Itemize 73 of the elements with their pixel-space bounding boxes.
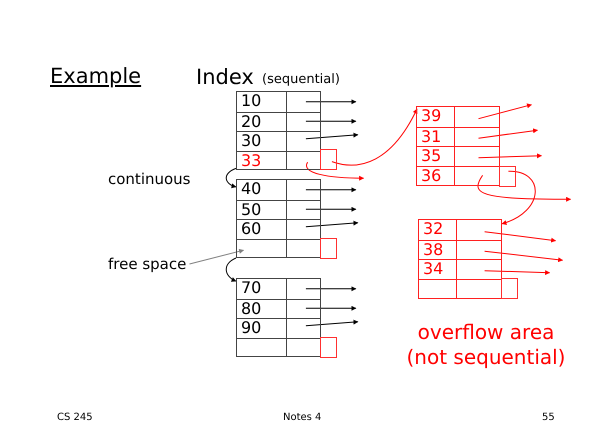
key-value: 38 [423, 240, 444, 260]
footer-text: Notes 4 [283, 412, 322, 424]
pointer-arrow [305, 306, 356, 311]
key-value: 80 [241, 298, 262, 318]
key-value: 36 [421, 166, 442, 186]
connector-arrow [226, 258, 236, 282]
index-entry-row [419, 240, 501, 259]
overflow-pointer-cell [320, 149, 337, 170]
key-value: 60 [241, 219, 262, 239]
pointer-arrow [305, 206, 356, 212]
key-value: 30 [241, 131, 262, 151]
pointer-arrow [305, 99, 356, 104]
connector-arrow [226, 168, 236, 188]
block-frame [236, 91, 321, 170]
overflow-pointer-cell [320, 337, 337, 358]
page-number: 55 [542, 412, 555, 424]
key-value: 70 [241, 278, 262, 298]
overflow-pointer-cell [501, 278, 518, 299]
key-value: 39 [421, 106, 442, 126]
pointer-arrow [305, 220, 358, 228]
key-value: 31 [421, 126, 442, 146]
pointer-arrow [305, 187, 356, 192]
pointer-arrow [484, 231, 556, 243]
heading-text: Index [196, 64, 254, 90]
connector-arrow [189, 248, 244, 264]
index-entry-row [237, 131, 320, 150]
pointer-arrow [478, 153, 542, 158]
index-entry-row [237, 219, 320, 238]
block-frame [236, 179, 321, 258]
key-value: 34 [423, 259, 444, 279]
key-value: 32 [423, 219, 444, 239]
pointer-arrow [306, 162, 364, 181]
overflow-pointer-cell [320, 238, 337, 259]
key-value: 40 [241, 179, 262, 199]
annotation-text: free space [108, 255, 186, 273]
index-entry-row [417, 146, 499, 166]
footer-text: CS 245 [57, 412, 93, 424]
index-entry-row [417, 166, 499, 185]
key-value: 20 [241, 112, 262, 132]
key-value: 50 [241, 200, 262, 220]
block-frame [416, 106, 500, 186]
index-entry-row [237, 298, 320, 318]
pointer-arrow [484, 270, 550, 276]
subheading-text: (sequential) [262, 72, 340, 88]
empty-entry-row [419, 278, 501, 298]
overflow-pointer-cell [499, 166, 516, 187]
pointer-arrow [484, 250, 564, 262]
index-entry-row [237, 318, 320, 338]
index-entry-row [237, 200, 320, 219]
connector-arrow [502, 170, 536, 225]
index-entry-row [237, 112, 320, 131]
empty-entry-row [237, 238, 320, 258]
pointer-arrow [305, 286, 356, 292]
pointer-arrow [478, 174, 572, 202]
block-frame [418, 219, 502, 299]
pointer-arrow [478, 103, 532, 120]
block-frame [236, 278, 321, 357]
pointer-arrow [305, 118, 356, 124]
pointer-arrow [305, 320, 358, 326]
empty-entry-row [237, 338, 320, 357]
annotation-text: continuous [108, 170, 190, 188]
index-entry-row [237, 150, 320, 170]
index-entry-row [419, 259, 501, 278]
slide-title: Example [50, 64, 142, 88]
connector-arrow [331, 108, 418, 166]
note-text: overflow area (not sequential) [405, 320, 566, 370]
index-entry-row [417, 126, 499, 146]
pointer-arrow [478, 128, 538, 139]
key-value: 33 [241, 150, 262, 170]
pointer-arrow [305, 132, 358, 140]
key-value: 10 [241, 91, 262, 111]
key-value: 90 [241, 318, 262, 338]
key-value: 35 [421, 146, 442, 166]
